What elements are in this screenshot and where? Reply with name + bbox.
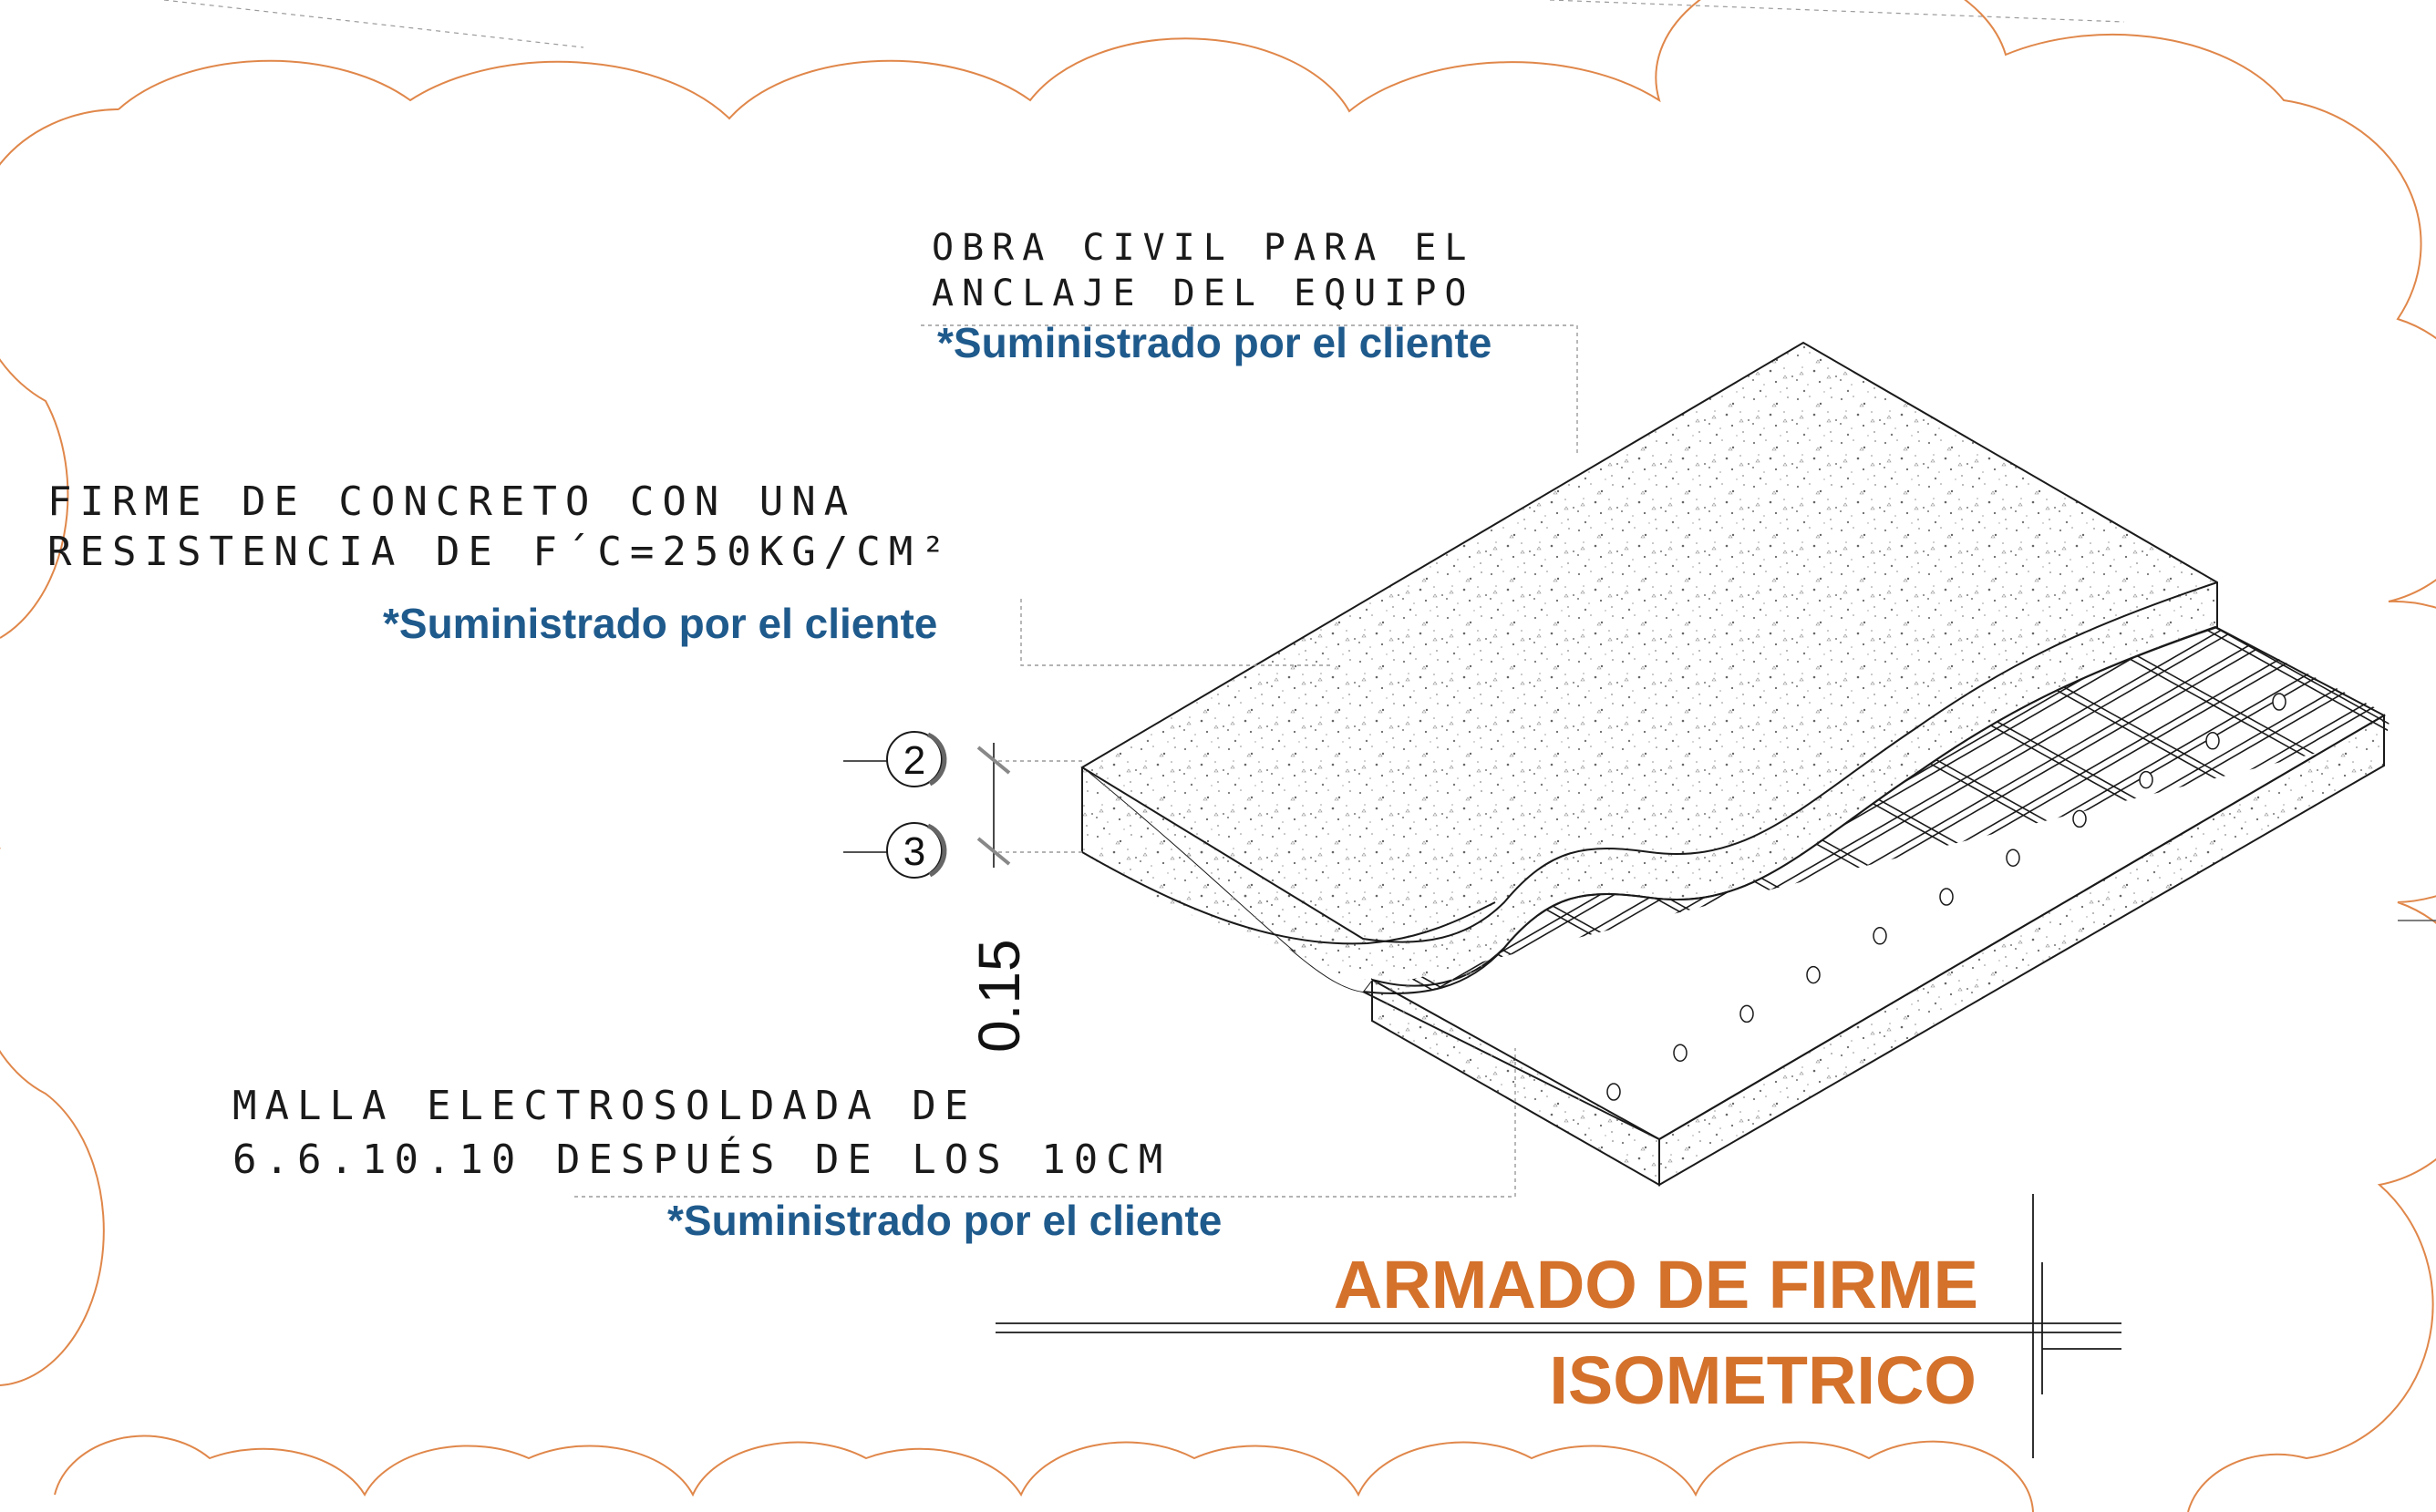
mesh-bar-end bbox=[2139, 770, 2153, 789]
obra-supply-note: *Suministrado por el cliente bbox=[937, 319, 1492, 366]
dimension-0-15 bbox=[976, 743, 1011, 868]
concrete-slab bbox=[1080, 341, 2218, 994]
mesh-bar-end bbox=[1673, 1044, 1688, 1062]
mesh-bar-end bbox=[1873, 927, 1887, 945]
title-block-lines bbox=[996, 1194, 2121, 1458]
mesh-bar bbox=[1975, 627, 2359, 780]
mesh-bar-ends bbox=[1606, 693, 2286, 1101]
drawing-subtitle: ISOMETRICO bbox=[1549, 1342, 1977, 1418]
leader-lines bbox=[574, 324, 1578, 1198]
mesh-bar-end bbox=[1739, 1004, 1754, 1023]
mesh-layer-right-face bbox=[1658, 714, 2385, 1187]
mesh-bar bbox=[2353, 345, 2436, 558]
mesh-bar bbox=[2416, 308, 2436, 520]
mesh-bar-end bbox=[1806, 965, 1821, 984]
mesh-bar bbox=[2290, 382, 2436, 594]
mesh-bar bbox=[2031, 627, 2390, 746]
mesh-bar-end bbox=[2072, 809, 2087, 828]
mesh-bar bbox=[1968, 627, 2353, 784]
slab-front-face-speckle bbox=[1082, 767, 1368, 953]
mesh-bar bbox=[2220, 627, 2390, 636]
slab-cut-edge bbox=[1081, 581, 2218, 943]
mesh-bar-end bbox=[2006, 849, 2020, 867]
firme-label-line1: FIRME DE CONCRETO CON UNA bbox=[47, 478, 856, 525]
mesh-bar bbox=[2226, 627, 2390, 633]
firme-supply-note: *Suministrado por el cliente bbox=[383, 600, 937, 647]
malla-label-line2: 6.6.10.10 DESPUÉS DE LOS 10CM bbox=[232, 1135, 1171, 1183]
malla-supply-note: *Suministrado por el cliente bbox=[667, 1197, 1222, 1244]
obra-label-line2: ANCLAJE DEL EQUIPO bbox=[932, 273, 1474, 314]
malla-label-line1: MALLA ELECTROSOLDADA DE bbox=[232, 1083, 976, 1129]
mesh-bar-end bbox=[2272, 693, 2286, 711]
mesh-bar bbox=[2284, 386, 2436, 598]
mesh-bar-end bbox=[1606, 1083, 1621, 1101]
mesh-bar-end bbox=[1939, 888, 1954, 906]
slab-bottom-edge bbox=[1081, 851, 1496, 945]
mesh-bar bbox=[2038, 627, 2390, 743]
mesh-bar bbox=[2347, 349, 2436, 561]
top-dashed-lines bbox=[163, 0, 2125, 48]
dimension-value: 0.15 bbox=[966, 939, 1032, 1053]
mesh-bar-end bbox=[2205, 732, 2220, 750]
section-tag-3-label: 3 bbox=[903, 829, 925, 874]
section-tag-2: 2 bbox=[843, 731, 947, 787]
firme-label-line2: RESISTENCIA DE F´C=250KG/CM² bbox=[47, 529, 954, 575]
obra-label-line1: OBRA CIVIL PARA EL bbox=[932, 227, 1474, 269]
drawing-title: ARMADO DE FIRME bbox=[1334, 1247, 1978, 1322]
section-tag-3: 3 bbox=[843, 822, 947, 879]
mesh-bar bbox=[2410, 312, 2436, 524]
section-tag-2-label: 2 bbox=[903, 738, 925, 783]
